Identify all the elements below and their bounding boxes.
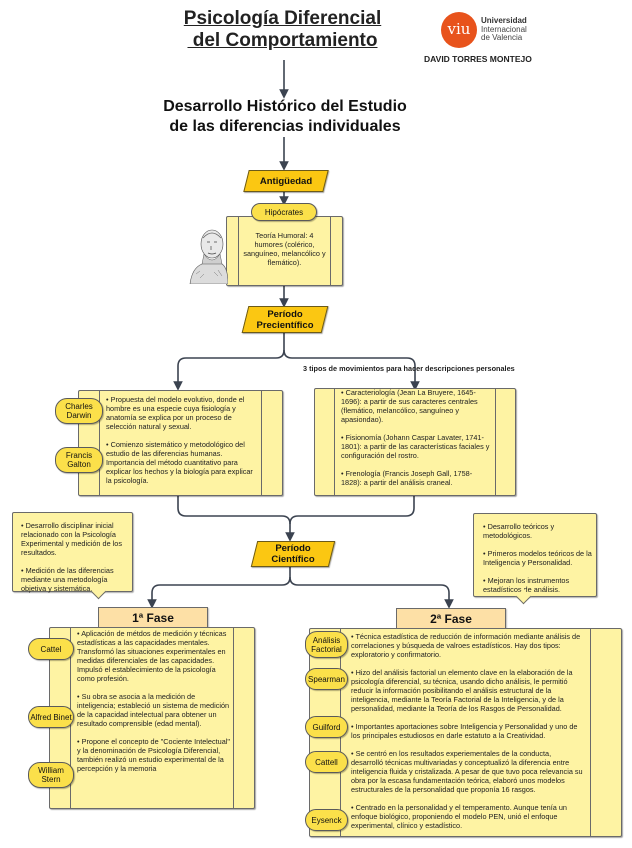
branch-cientifico-left (147, 565, 291, 609)
stage-precientifico-line-2: Precientífico (256, 319, 314, 331)
card-left-bar (79, 391, 100, 495)
pill-cattell: Cattell (305, 751, 348, 773)
hipocrates-text: Teoría Humoral: 4 humores (colérico, san… (243, 231, 326, 267)
merge-left-to-cientifico (177, 495, 295, 542)
fisionomia-item: Fisionomía (Johann Caspar Lavater, 1741-… (341, 433, 491, 460)
author-name: DAVID TORRES MONTEJO (424, 54, 532, 64)
card-right-bar (495, 389, 515, 495)
stage-precientifico-line-1: Período (267, 308, 303, 320)
movements-note: 3 tipos de movimientos para hacer descri… (303, 364, 515, 373)
card-right-bar (261, 391, 282, 495)
pill-charles-darwin: Charles Darwin (55, 398, 103, 424)
title-line-2: del Comportamiento (187, 30, 378, 51)
page-title: Psicología Diferencial del Comportamient… (150, 8, 415, 52)
card-left-bar (227, 217, 239, 285)
subtitle-line-2: de las diferencias individuales (169, 118, 401, 135)
stage-antiguedad: Antigüedad (243, 170, 329, 192)
callout-cientifico-right: Desarrollo teóricos y metodológicos. Pri… (473, 513, 597, 605)
cattel-item: Aplicación de métdos de medición y técni… (77, 629, 230, 683)
movements-text: Caracteriología (Jean La Bruyere, 1645-1… (341, 388, 491, 496)
pill-guilford: Guilford (305, 716, 348, 738)
phase-1-header: 1ª Fase (98, 607, 208, 629)
card-right-bar (330, 217, 342, 285)
caracteriologia-item: Caracteriología (Jean La Bruyere, 1645-1… (341, 388, 491, 424)
pill-eysenck: Eysenck (305, 809, 348, 831)
callout-right-item: Mejoran los instrumentos estadísticos de… (483, 576, 592, 594)
phase-2-text: Técnica estadística de reducción de info… (351, 632, 583, 839)
phase-1-card: Aplicación de métdos de medición y técni… (49, 627, 255, 809)
card-right-bar (233, 628, 254, 808)
branch-precientifico-left (173, 331, 285, 391)
logo-line-2: Internacional (481, 24, 527, 34)
callout-right-item: Desarrollo teóricos y metodológicos. (483, 522, 592, 540)
merge-right-to-cientifico (289, 495, 415, 525)
university-logo-icon: viu (441, 12, 477, 48)
logo-line-3: de Valencia (481, 33, 523, 42)
callout-left-item: Desarrollo disciplinar inicial relaciona… (21, 521, 128, 557)
section-subtitle: Desarrollo Histórico del Estudio de las … (140, 97, 430, 137)
spearman-item: Hizo del análisis factorial un elemento … (351, 668, 583, 713)
movements-card: Caracteriología (Jean La Bruyere, 1645-1… (314, 388, 516, 496)
pill-cattel: Cattel (28, 638, 74, 660)
analisis-factorial-item: Técnica estadística de reducción de info… (351, 632, 583, 659)
phase-2-header: 2ª Fase (396, 608, 506, 630)
pill-william-stern: William Stern (28, 762, 74, 788)
pill-alfred-binet: Alfred Binet (28, 706, 74, 728)
stern-item: Propone el concepto de "Cociente Intelec… (77, 737, 230, 773)
stage-cientifico-line-2: Científico (271, 554, 315, 565)
card-left-bar (315, 389, 335, 495)
pill-francis-galton: Francis Galton (55, 447, 103, 473)
branch-cientifico-right (289, 576, 454, 609)
subtitle-line-1: Desarrollo Histórico del Estudio (163, 98, 407, 115)
callout-left-item: Medición de las diferencias mediante una… (21, 566, 128, 593)
binet-item: Su obra se asocia a la medición de intel… (77, 692, 230, 728)
card-right-bar (590, 629, 621, 836)
phase-1-text: Aplicación de métdos de medición y técni… (77, 629, 230, 782)
darwin-galton-card: Propuesta del modelo evolutivo, donde el… (78, 390, 283, 496)
hippocrates-bust-image (189, 229, 228, 284)
stage-antiguedad-label: Antigüedad (259, 175, 313, 187)
darwin-item: Propuesta del modelo evolutivo, donde el… (106, 395, 258, 431)
phase-2-card: Técnica estadística de reducción de info… (309, 628, 622, 837)
cattell-item: Se centró en los resultados experiementa… (351, 749, 583, 794)
eysenck-item: Centrado en la personalidad y el tempera… (351, 803, 583, 830)
pill-hipocrates: Hipócrates (251, 203, 317, 221)
pill-spearman: Spearman (305, 668, 348, 690)
callout-cientifico-left: Desarrollo disciplinar inicial relaciona… (12, 512, 133, 600)
pill-analisis-factorial: Análisis Factorial (305, 631, 348, 658)
logo-line-1: Universidad (481, 16, 527, 25)
callout-right-item: Primeros modelos teóricos de la Intelige… (483, 549, 592, 567)
frenologia-item: Frenología (Francis Joseph Gall, 1758-18… (341, 469, 491, 487)
hipocrates-card: Teoría Humoral: 4 humores (colérico, san… (226, 216, 343, 286)
galton-item: Comienzo sistemático y metodológico del … (106, 440, 258, 485)
darwin-galton-text: Propuesta del modelo evolutivo, donde el… (106, 395, 258, 494)
university-name: Universidad Internacional de Valencia (481, 16, 527, 43)
guilford-item: Importantes aportaciones sobre Inteligen… (351, 722, 583, 740)
stage-cientifico-line-1: Período (275, 543, 311, 554)
title-line-1: Psicología Diferencial (183, 8, 382, 29)
